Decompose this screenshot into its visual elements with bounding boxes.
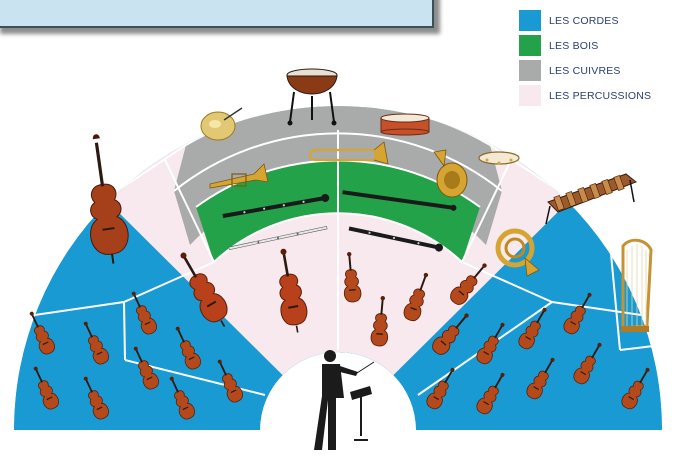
legend-label: LES PERCUSSIONS <box>549 90 651 102</box>
legend-swatch <box>519 60 541 81</box>
legend-label: LES BOIS <box>549 40 598 52</box>
snare-drum-icon <box>381 114 429 135</box>
legend-swatch <box>519 35 541 56</box>
legend: LES CORDES LES BOIS LES CUIVRES LES PERC… <box>519 8 679 108</box>
legend-label: LES CUIVRES <box>549 65 621 77</box>
legend-item-percussion: LES PERCUSSIONS <box>519 83 679 108</box>
legend-label: LES CORDES <box>549 15 619 27</box>
legend-item-strings: LES CORDES <box>519 8 679 33</box>
tambourine-icon <box>479 152 519 165</box>
legend-swatch <box>519 10 541 31</box>
legend-swatch <box>519 85 541 106</box>
legend-item-brass: LES CUIVRES <box>519 58 679 83</box>
legend-item-woodwinds: LES BOIS <box>519 33 679 58</box>
